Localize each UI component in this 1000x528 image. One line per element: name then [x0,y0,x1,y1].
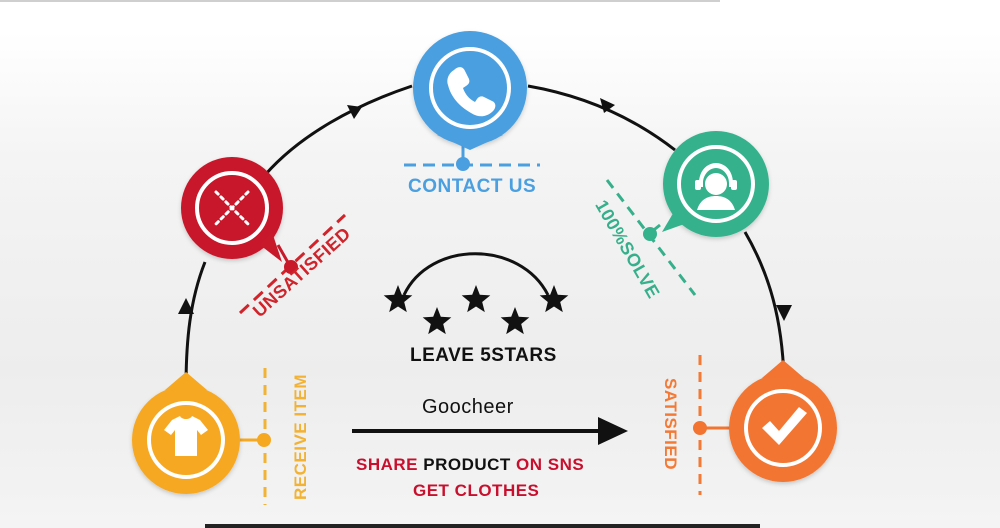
arrowhead-down-right [776,305,792,321]
cross-icon [214,190,250,226]
satisfied-label: SATISFIED [661,377,681,471]
share-arrow-head [598,417,628,445]
receive-item-label: RECEIVE ITEM [290,374,310,500]
check-icon [762,407,807,445]
product-word: PRODUCT [423,455,511,474]
flow-arrowheads [178,98,792,321]
five-stars [383,285,569,335]
leave-stars-label: LEAVE 5STARS [410,345,557,366]
get-clothes-text: GET CLOTHES [413,481,540,500]
shirt-icon [164,416,208,456]
brand-name: Goocheer [422,396,514,418]
phone-icon [447,67,496,117]
contact-us-label: CONTACT US [408,176,537,197]
node-100-solve [605,131,769,296]
node-satisfied [693,355,837,495]
node-contact-us [404,31,540,171]
arrowhead-to-solve [600,98,615,113]
node-receive-item [132,368,271,505]
stars-arc [402,252,550,296]
share-product-text: SHARE PRODUCT ON SNS [356,455,584,475]
arrowhead-up-left [178,298,194,314]
on-sns-word: ON SNS [516,455,585,474]
top-divider [0,0,720,2]
arc-segment-receive-to-unsatisfied [184,261,207,389]
support-agent-icon [695,163,737,210]
share-word: SHARE [356,455,419,474]
arrowhead-to-contact [347,105,362,119]
star-icon [539,285,569,313]
bottom-divider [205,524,760,528]
star-icon [422,307,452,335]
star-icon [383,285,413,313]
top-band [0,0,1000,34]
star-icon [500,307,530,335]
arc-segment-solve-to-satisfied [743,231,786,379]
arc-segment-unsatisfied-to-contact [263,84,413,176]
node-unsatisfied [181,157,347,315]
star-icon [461,285,491,313]
arc-segment-contact-to-solve [527,84,676,152]
